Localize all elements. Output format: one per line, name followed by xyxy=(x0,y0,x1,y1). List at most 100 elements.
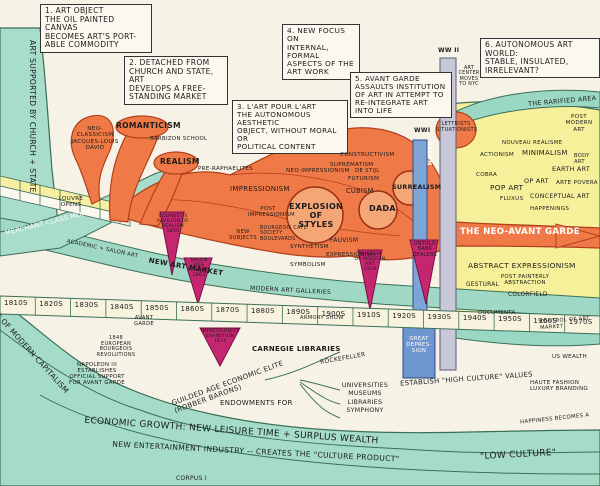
expressionism-label: EXPRESSIONISM xyxy=(326,252,376,258)
timeline-cells xyxy=(0,296,566,333)
flow-inner-line-2 xyxy=(149,199,401,237)
note-4: 4. NEW FOCUS ON INTERNAL, FORMAL ASPECTS… xyxy=(282,24,360,80)
note-1: 1. ART OBJECT THE OIL PAINTED CANVAS BEC… xyxy=(40,4,152,53)
bourgeois-cafe-label: BOURGEOIS CAFE SOCIETY BOULEVARDS xyxy=(260,226,307,242)
art-center-label: ART CENTER MOVES TO NYC xyxy=(458,66,480,88)
ww1-label: WWI xyxy=(414,127,431,134)
happenings-label: HAPPENINGS xyxy=(530,206,570,212)
timeline-year: 1860s xyxy=(180,304,205,313)
timeline-year: 1830s xyxy=(74,301,99,310)
note-3: 3. L'ART POUR L'ART THE AUTONOMOUS AESTH… xyxy=(232,100,348,155)
armory-label: ARMORY SHOW xyxy=(300,315,344,321)
endowments-label: ENDOWMENTS FOR xyxy=(220,399,293,407)
pop-art-label: POP ART xyxy=(490,183,524,192)
post-painterly-label: POST PAINTERLY ABSTRACTION xyxy=(500,274,550,287)
note-2: 2. DETACHED FROM CHURCH AND STATE, ART D… xyxy=(124,56,228,105)
cubism-label: CUBISM xyxy=(346,187,374,195)
realism-bubble xyxy=(153,151,199,175)
us-wealth-label: US WEALTH xyxy=(552,354,587,360)
louvre-label: LOUVRE OPENS xyxy=(58,196,84,209)
new-subjects-label: NEW SUBJECTS xyxy=(229,229,257,241)
neo-avant-garde-arrow xyxy=(555,223,600,249)
ww2-bar xyxy=(439,57,457,371)
timeline-year: 1930s xyxy=(427,313,452,322)
depression-block xyxy=(402,325,436,379)
institutions-label: UNIVERSITIES MUSEUMS LIBRARIES SYMPHONY xyxy=(341,382,389,415)
exhibition-label: IMPRESSIONIST EXHIBITION 1874 xyxy=(201,329,239,344)
earth-art-label: EARTH ART xyxy=(552,165,591,173)
timeline-year: 1910s xyxy=(356,310,381,319)
flow-inner-line-1 xyxy=(229,172,421,227)
nouveau-realisme-label: NOUVEAU REALISME xyxy=(502,140,563,146)
timeline-year: 1820s xyxy=(39,300,64,309)
salon-refuses-triangle xyxy=(183,257,213,306)
cobra-label: COBRA xyxy=(476,172,498,178)
depression-label: GREAT DEPRES- SION xyxy=(406,336,432,355)
untold-label: UNTOLD BANK DEALERS xyxy=(412,242,438,258)
timeline-year: 1840s xyxy=(109,302,134,311)
timeline-year: 1890s xyxy=(286,308,311,317)
timeline-year: 1810s xyxy=(4,299,28,307)
avant-garde-label: AVANT GARDE xyxy=(134,315,154,327)
salon-refuses-label: SALON DES REFUSES 1863 xyxy=(187,258,211,279)
ww2-label: WW II xyxy=(438,47,460,54)
romanticism-label: ROMANTICISM xyxy=(116,121,181,130)
futurism-label: FUTURISM xyxy=(348,176,380,182)
explosion-circle xyxy=(286,186,344,244)
timeline-year: 1920s xyxy=(392,311,416,320)
explosion-label: EXPLOSION OF STYLES xyxy=(289,202,344,229)
constructivism-label: CONSTRUCTIVISM xyxy=(340,152,395,158)
arte-povera-label: ARTE POVERA xyxy=(556,180,598,186)
realism-label: REALISM xyxy=(160,157,200,166)
conceptual-art-label: CONCEPTUAL ART xyxy=(530,193,590,200)
neo-classicism-label: NEO-CLASSICISM JACQUES-LOUIS DAVID xyxy=(71,126,119,151)
actionism-label: ACTIONISM xyxy=(480,152,515,158)
neo-impressionism-label: NEO IMPRESSIONISM xyxy=(286,168,350,174)
timeline-year: 1870s xyxy=(215,306,240,315)
gestural-label: GESTURAL xyxy=(466,282,500,288)
abstract-expressionism-label: ABSTRACT EXPRESSIONISM xyxy=(468,261,576,270)
courbet-label: COURBET'S PAVILION OF REALISM 1855 xyxy=(157,214,189,235)
rarified-area-band xyxy=(454,89,600,125)
pre-raphaelites-label: PRE-RAPHAELITES xyxy=(198,166,254,172)
neo-avant-garde-label: THE NEO-AVANT GARDE xyxy=(460,227,580,237)
suprematism-label: SUPREMATISM xyxy=(330,162,374,168)
post-impressionism-label: POST IMPRESSIONISM xyxy=(248,206,295,219)
de-stijl-label: DE STIJL xyxy=(355,168,380,174)
romanticism-bubble xyxy=(115,115,169,139)
dada-circle xyxy=(358,190,398,230)
economy-line xyxy=(0,329,600,454)
fluxus-label: FLUXUS xyxy=(500,196,524,202)
exhibition-triangle xyxy=(199,327,241,368)
note-6: 6. AUTONOMOUS ART WORLD: STABLE, INSULAT… xyxy=(480,38,600,78)
moma-triangle xyxy=(357,249,383,311)
courbet-pavilion-triangle xyxy=(159,211,185,276)
haute-label: HAUTE FASHION LUXURY BRANDING xyxy=(530,380,589,393)
revolutions-label: 1848 EUROPEAN BOURGEOIS REVOLUTIONS xyxy=(96,335,136,358)
dada-label: DADA xyxy=(369,204,396,213)
timeline-year: 1880s xyxy=(251,307,275,316)
untold-bank-triangle xyxy=(409,239,439,305)
salon-label: SALON xyxy=(425,141,433,166)
impressionism-label: IMPRESSIONISM xyxy=(230,185,290,193)
academy-grid xyxy=(0,175,131,227)
industry-line xyxy=(39,394,600,475)
lettrists-label: LETTRISTS SITUATIONISTS xyxy=(436,121,478,133)
capitalism-swoop xyxy=(0,299,600,486)
body-art-label: BODY ART xyxy=(574,153,590,165)
op-art-label: OP ART xyxy=(524,177,549,185)
carnegie-label: CARNEGIE LIBRARIES xyxy=(252,345,341,353)
napoleon-label: NAPOLEON III ESTABLISHES OFFICIAL SUPPOR… xyxy=(69,362,125,387)
minimalism-label: MINIMALISM xyxy=(522,149,568,157)
timeline-year: 1950s xyxy=(498,315,522,324)
fauvism-label: FAUVISM xyxy=(330,237,359,244)
timeline-year: 1900s xyxy=(321,309,346,318)
post-modern-label: POST MODERN ART xyxy=(565,114,593,133)
neo-classicism-bubble xyxy=(70,114,114,205)
note-5: 5. AVANT GARDE ASSAULTS INSTITUTION OF A… xyxy=(350,72,452,119)
documenta-label: DOCUMENTA xyxy=(478,310,516,316)
timeline-year: 1970s xyxy=(568,317,593,326)
gilded-connector-1 xyxy=(264,351,341,381)
